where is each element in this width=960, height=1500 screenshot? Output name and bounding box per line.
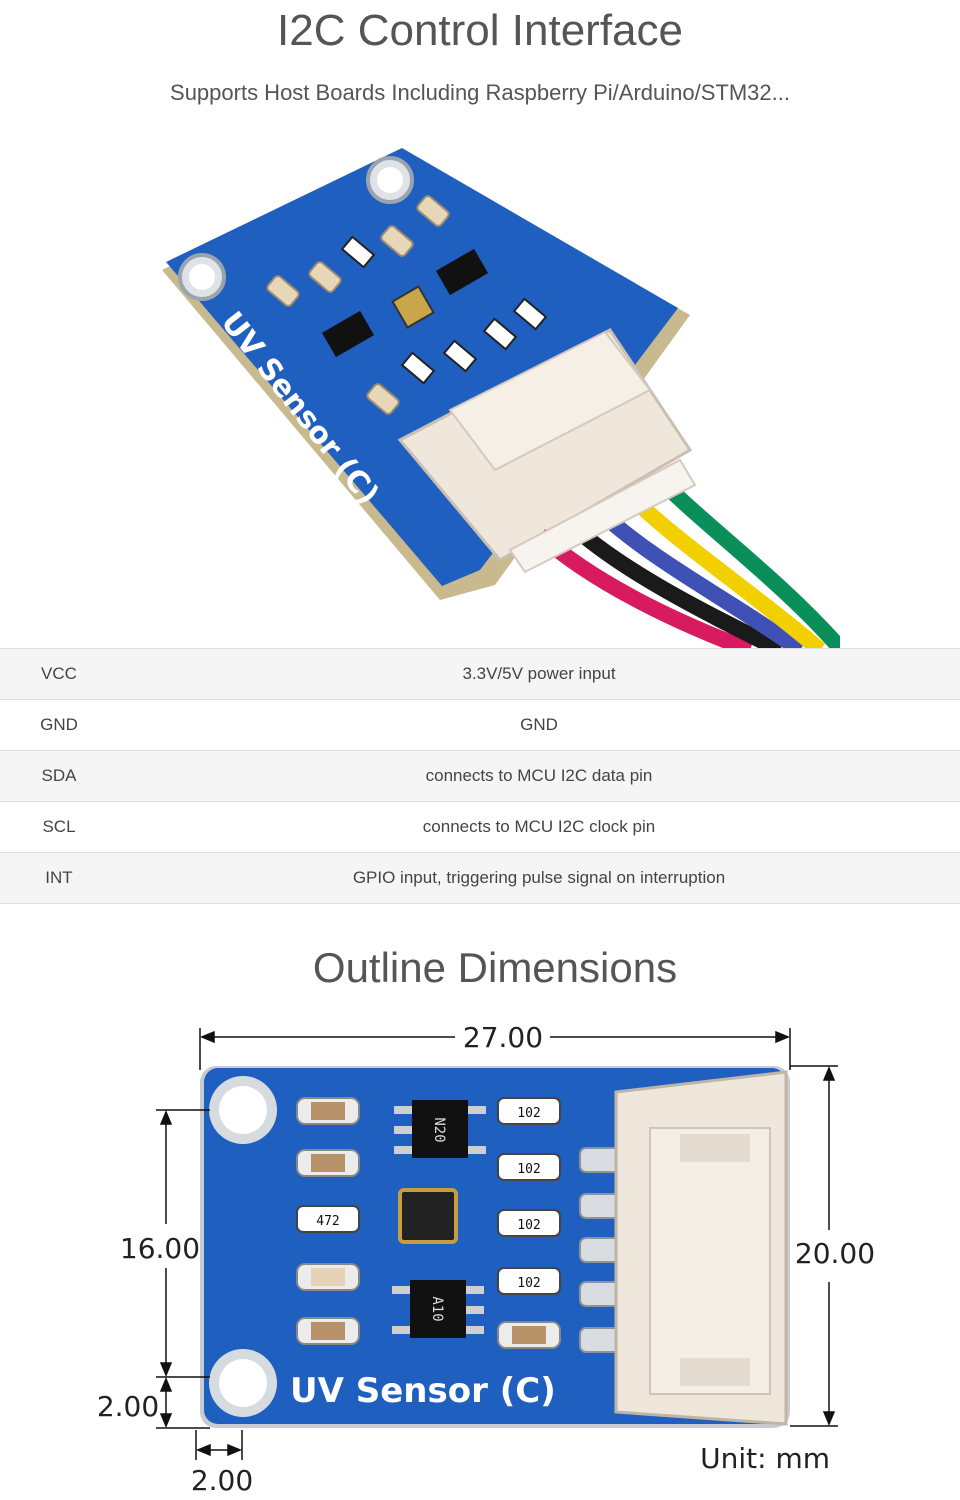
- resistor-marking: 102: [517, 1218, 540, 1233]
- pin-table: VCC 3.3V/5V power input GND GND SDA conn…: [0, 648, 960, 904]
- chip-marking: N20: [431, 1117, 447, 1142]
- sensor-board-photo: UV Sensor (C): [162, 148, 840, 650]
- dimension-lines: [156, 1028, 838, 1460]
- unit-label: Unit: mm: [700, 1442, 830, 1475]
- chip-marking: A10: [429, 1296, 445, 1321]
- table-row: SCL connects to MCU I2C clock pin: [0, 801, 960, 853]
- board-label: UV Sensor (C): [290, 1371, 556, 1411]
- pin-name: GND: [0, 699, 118, 751]
- page-title: I2C Control Interface: [277, 6, 683, 55]
- uv-sensor-chip: [398, 1188, 458, 1244]
- page-subtitle: Supports Host Boards Including Raspberry…: [170, 80, 790, 105]
- hole-offset-x-dimension: 2.00: [191, 1464, 253, 1497]
- width-dimension: 27.00: [463, 1021, 543, 1054]
- capacitor-column: 472: [296, 1097, 360, 1345]
- hole-spacing-dimension: 16.00: [120, 1232, 200, 1265]
- pin-name: INT: [0, 852, 118, 904]
- pin-description: GND: [118, 699, 960, 751]
- table-row: INT GPIO input, triggering pulse signal …: [0, 852, 960, 904]
- table-row: GND GND: [0, 699, 960, 751]
- resistor-marking: 102: [517, 1162, 540, 1177]
- hole-offset-y-dimension: 2.00: [97, 1390, 159, 1423]
- pin-description: connects to MCU I2C data pin: [118, 750, 960, 802]
- resistor-marking: 102: [517, 1276, 540, 1291]
- height-dimension: 20.00: [795, 1237, 875, 1270]
- outline-drawing: 472 N20 A10 102 102 102 102: [97, 1021, 875, 1497]
- pin-name: SDA: [0, 750, 118, 802]
- pin-description: connects to MCU I2C clock pin: [118, 801, 960, 853]
- level-shifter-chip: [410, 1280, 466, 1338]
- table-row: SDA connects to MCU I2C data pin: [0, 750, 960, 802]
- outline-title: Outline Dimensions: [312, 944, 678, 991]
- pin-description: GPIO input, triggering pulse signal on i…: [118, 852, 960, 904]
- resistor-marking: 102: [517, 1106, 540, 1121]
- pin-name: SCL: [0, 801, 118, 853]
- resistor-marking: 472: [316, 1214, 339, 1229]
- pin-name: VCC: [0, 648, 118, 700]
- regulator-chip: [412, 1100, 468, 1158]
- pin-description: 3.3V/5V power input: [118, 648, 960, 700]
- table-row: VCC 3.3V/5V power input: [0, 648, 960, 700]
- resistor-column: 102 102 102 102: [497, 1097, 561, 1349]
